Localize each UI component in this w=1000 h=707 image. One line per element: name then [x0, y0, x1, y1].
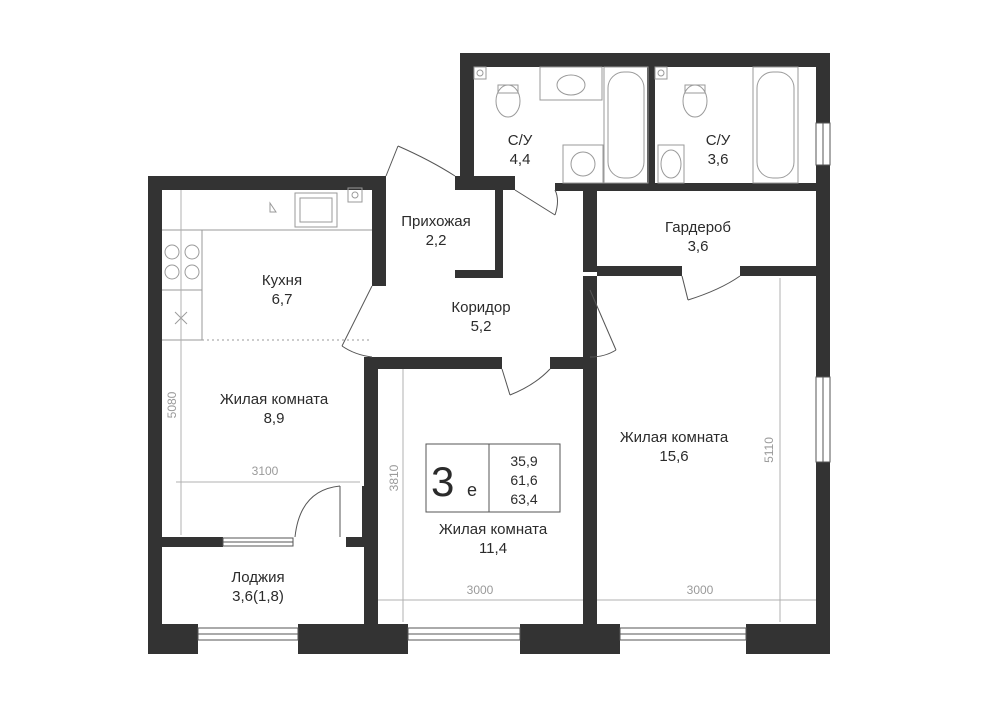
fixtures — [162, 66, 799, 341]
loggia-area: 3,6(1,8) — [232, 588, 284, 605]
dim-mid-width: 3000 — [467, 583, 494, 597]
dimension-lines — [176, 190, 816, 622]
dim-right-width: 3000 — [687, 583, 714, 597]
badge-suffix: е — [467, 480, 477, 500]
living-large-name: Жилая комната — [620, 429, 729, 446]
wardrobe-name: Гардероб — [665, 219, 731, 236]
living-large-area: 15,6 — [659, 448, 688, 465]
windows — [197, 122, 831, 641]
bathroom2-name: С/У — [706, 132, 731, 149]
apartment-badge: 3 е 35,9 61,6 63,4 — [425, 443, 561, 513]
hallway-area: 2,2 — [426, 232, 447, 249]
bathroom2-area: 3,6 — [708, 151, 729, 168]
corridor-name: Коридор — [451, 299, 510, 316]
dim-mid-height: 3810 — [387, 464, 401, 491]
badge-total-with-loggia: 63,4 — [510, 491, 537, 507]
wardrobe-area: 3,6 — [688, 238, 709, 255]
living-mid-area: 11,4 — [479, 540, 507, 557]
corridor-area: 5,2 — [471, 318, 492, 335]
doors — [294, 145, 741, 538]
badge-rooms: 3 — [431, 458, 454, 505]
living-small-area: 8,9 — [264, 410, 285, 427]
living-mid-name: Жилая комната — [439, 521, 548, 538]
hallway-name: Прихожая — [401, 213, 471, 230]
dim-right-height: 5110 — [762, 437, 776, 463]
badge-living-area: 35,9 — [510, 453, 537, 469]
loggia-name: Лоджия — [231, 569, 284, 586]
bathroom1-area: 4,4 — [510, 151, 531, 168]
dim-left-height: 5080 — [165, 391, 179, 418]
kitchen-name: Кухня — [262, 272, 302, 289]
dim-left-width: 3100 — [252, 464, 279, 478]
living-small-name: Жилая комната — [220, 391, 329, 408]
bathroom1-name: С/У — [508, 132, 533, 149]
badge-total-area: 61,6 — [510, 472, 537, 488]
kitchen-area: 6,7 — [272, 291, 293, 308]
walls — [148, 53, 830, 654]
